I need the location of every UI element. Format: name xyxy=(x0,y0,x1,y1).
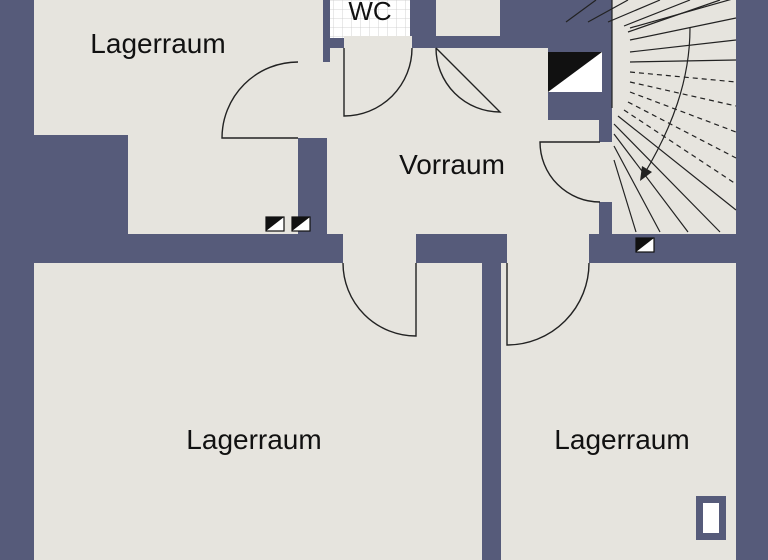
floor-wc-tiles xyxy=(330,0,410,38)
floor-corridor-top xyxy=(436,0,500,36)
socket-icon xyxy=(635,237,655,253)
floor-vestibule xyxy=(327,120,599,234)
window-pane xyxy=(703,503,719,533)
floor-corridor-mid xyxy=(330,48,548,124)
floor-upper-band xyxy=(298,0,323,62)
door-opening-storage-bottom-right xyxy=(507,230,589,266)
floor-stair-area xyxy=(612,0,736,234)
room-label-storage-top-left: Lagerraum xyxy=(90,28,225,59)
door-swings xyxy=(221,47,601,346)
socket-icon xyxy=(291,216,311,232)
door-opening-wc xyxy=(344,36,412,50)
staircase-icon xyxy=(565,0,737,233)
room-label-wc: WC xyxy=(348,0,391,26)
chimney-icon xyxy=(548,52,602,92)
room-label-storage-bottom-right: Lagerraum xyxy=(554,424,689,455)
socket-icon xyxy=(265,216,285,232)
room-label-vestibule: Vorraum xyxy=(399,149,505,180)
floor-storage-bottom-left xyxy=(34,263,482,560)
door-opening-storage-bottom-left xyxy=(343,230,416,266)
floor-storage-top-left xyxy=(34,0,298,135)
door-opening-storage-top xyxy=(298,62,330,138)
room-label-storage-bottom-left: Lagerraum xyxy=(186,424,321,455)
door-opening-stair xyxy=(595,142,615,202)
